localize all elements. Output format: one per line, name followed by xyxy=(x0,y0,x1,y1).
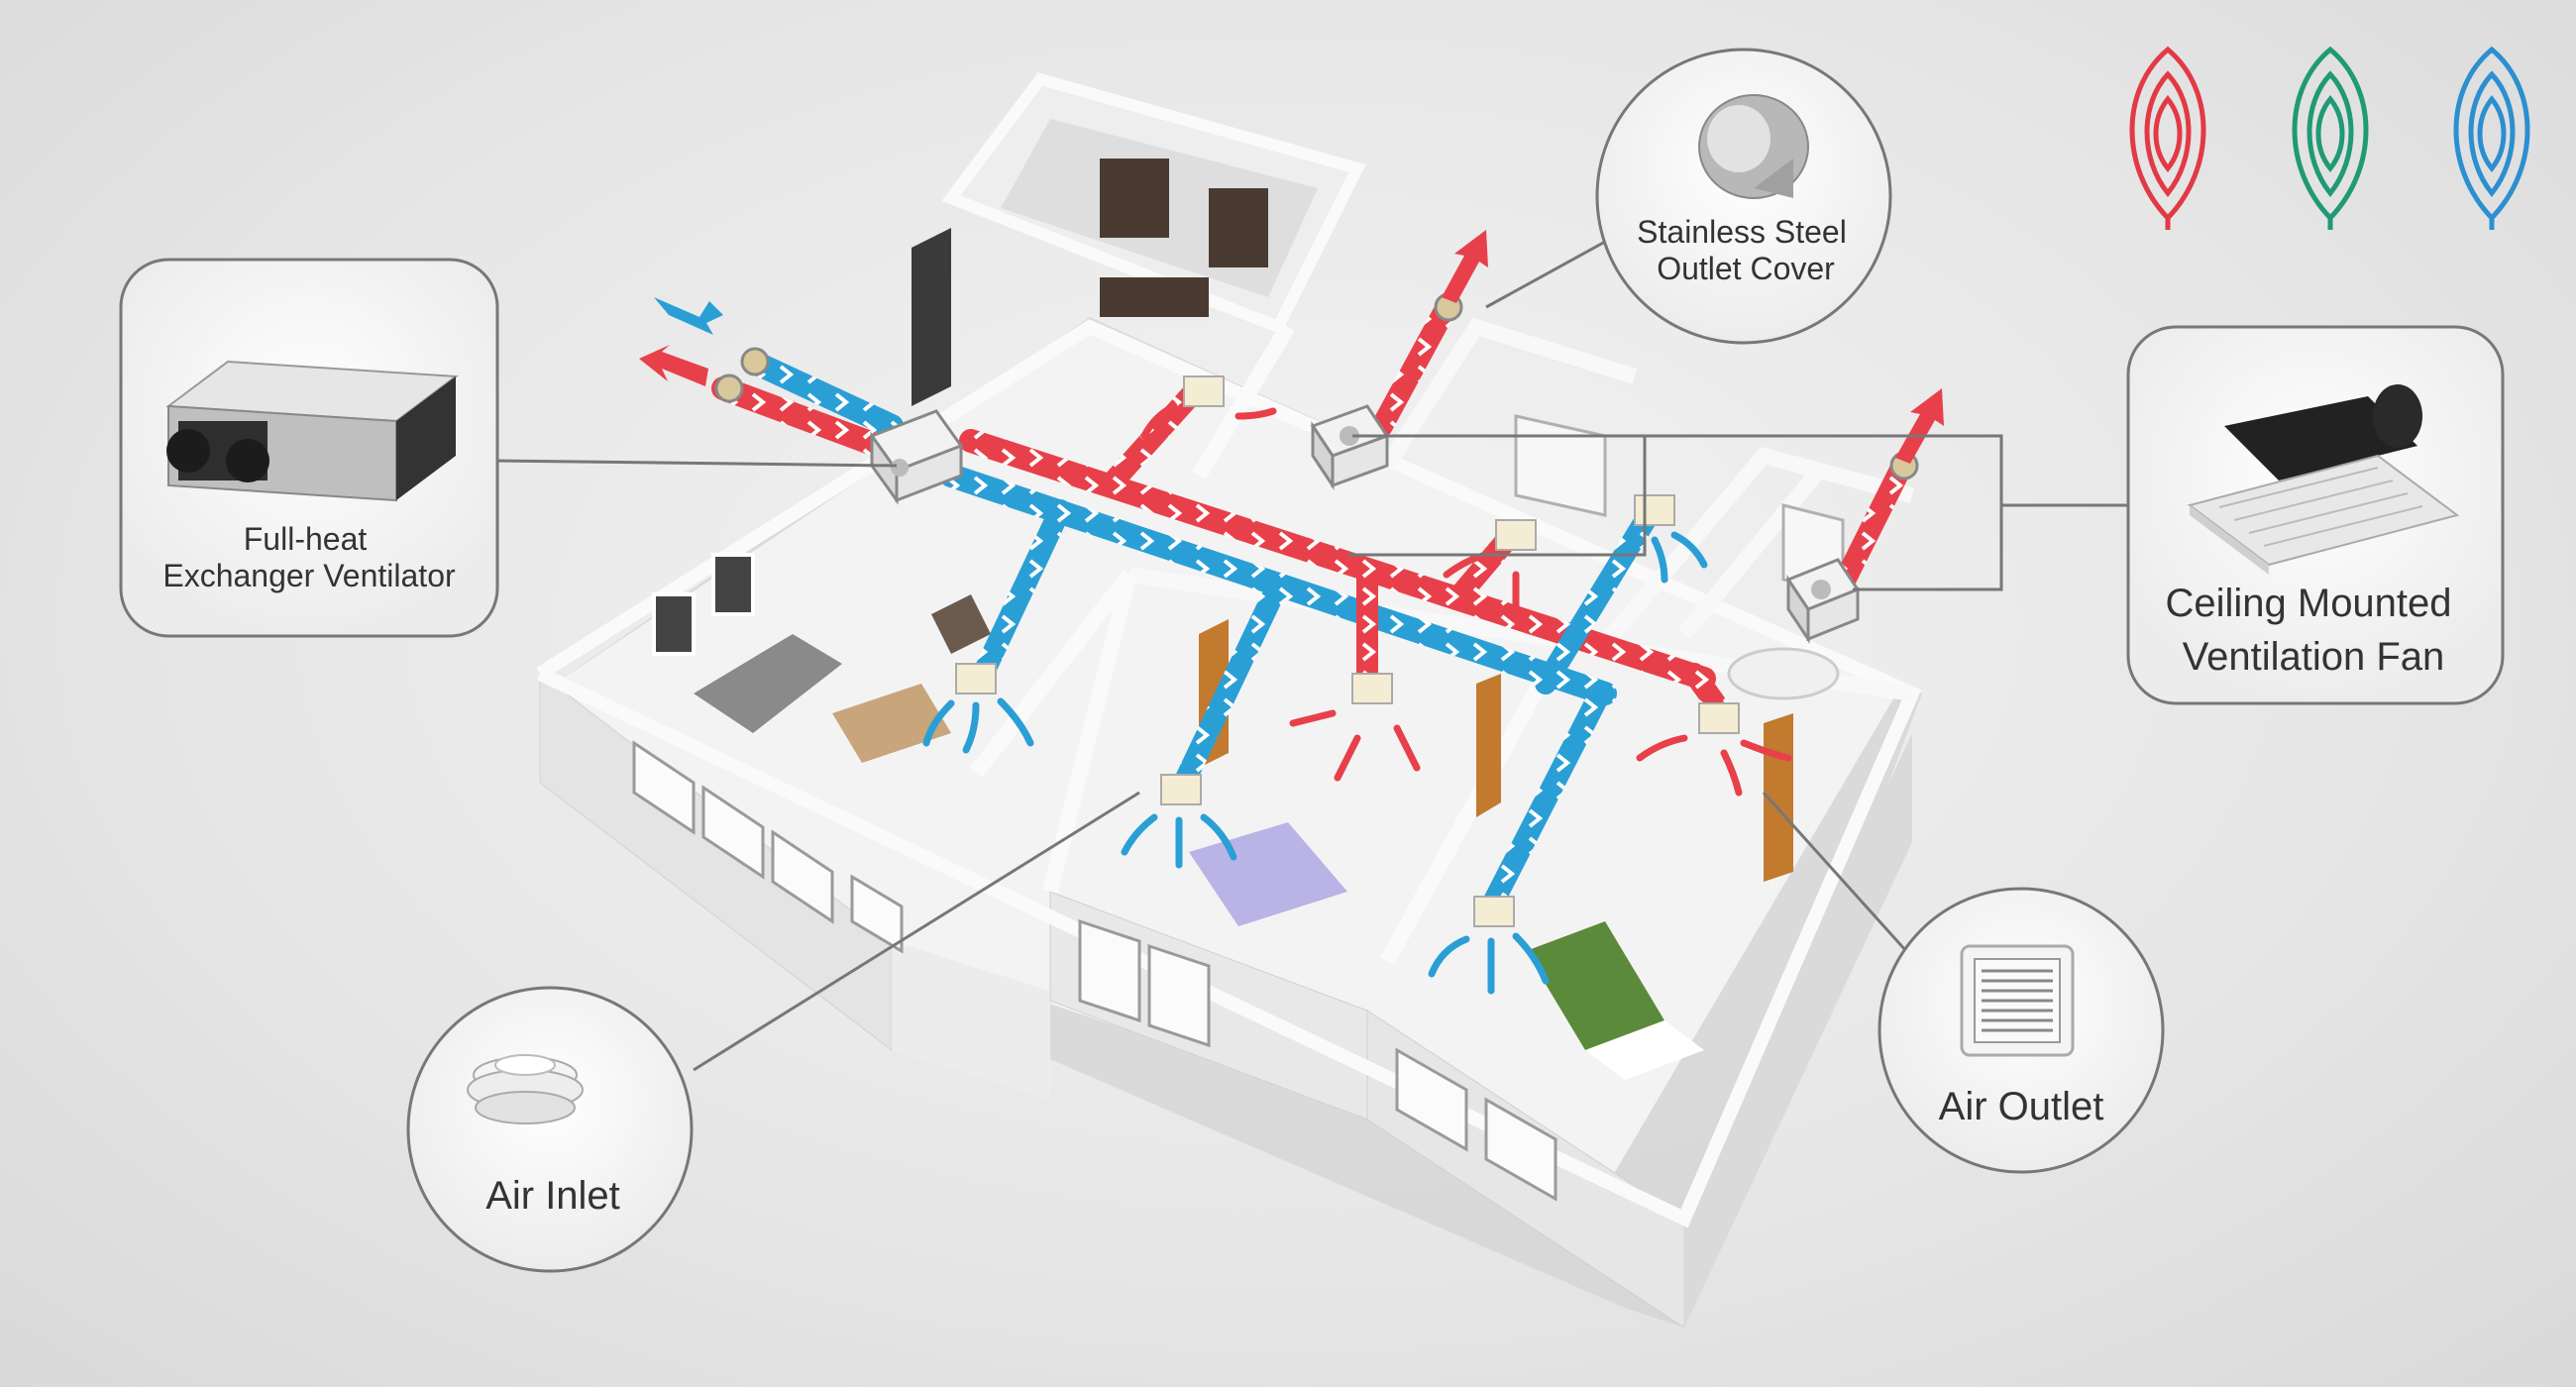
ventilator-unit xyxy=(869,409,964,505)
ceiling-fan-box xyxy=(1785,558,1861,644)
air-outlet-icon xyxy=(1960,944,2075,1057)
callout-air-outlet-label: Air Outlet xyxy=(1939,1085,2104,1128)
outlet-cover-icon xyxy=(1698,94,1809,199)
exhaust-duct-main xyxy=(711,376,904,463)
airflow-arrows xyxy=(639,230,1944,995)
leaf-blue-icon xyxy=(2453,46,2530,230)
callout-ceiling-fan: Ceiling Mounted Ventilation Fan xyxy=(2126,325,2505,705)
air-inlet-icon xyxy=(467,1054,584,1124)
callout-ceiling-fan-line1: Ceiling Mounted xyxy=(2165,582,2451,625)
leaf-green-icon xyxy=(2292,46,2369,230)
exhaust-out-arrow-left xyxy=(639,345,708,386)
bathroom-fan-box xyxy=(1310,404,1390,490)
fingerprint-leaves-logo xyxy=(2129,46,2530,230)
fresh-air-intake-arrow xyxy=(654,297,723,335)
callout-outlet-cover-line2: Outlet Cover xyxy=(1657,251,1835,286)
callout-air-inlet-label: Air Inlet xyxy=(485,1174,620,1218)
callout-air-outlet: Air Outlet xyxy=(1878,887,2165,1174)
callout-outlet-cover: Stainless Steel Outlet Cover xyxy=(1595,48,1892,345)
exhaust-out-arrow-top xyxy=(1442,230,1488,303)
house-model xyxy=(536,72,1922,1329)
duct-network xyxy=(711,292,1919,927)
callout-ventilator-line1: Full-heat xyxy=(244,521,368,557)
leaf-red-icon xyxy=(2129,46,2206,230)
callout-air-inlet: Air Inlet xyxy=(406,986,694,1273)
ceiling-fan-icon xyxy=(2187,384,2460,575)
callout-ventilator: Full-heat Exchanger Ventilator xyxy=(119,258,499,638)
callout-outlet-cover-line1: Stainless Steel xyxy=(1637,214,1847,250)
callout-ceiling-fan-line2: Ventilation Fan xyxy=(2183,635,2445,679)
fresh-air-duct-main xyxy=(741,350,904,438)
callout-ventilator-line2: Exchanger Ventilator xyxy=(162,558,456,593)
ventilator-unit-icon xyxy=(165,360,459,502)
exhaust-out-arrow-right xyxy=(1895,388,1944,464)
